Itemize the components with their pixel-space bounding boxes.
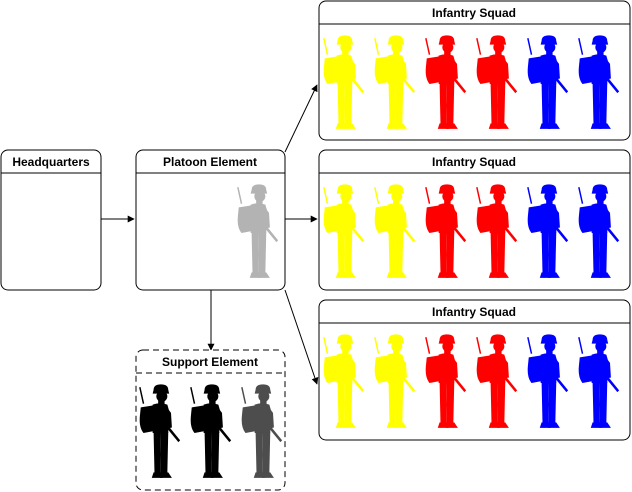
platoon-element-title: Platoon Element: [163, 155, 257, 169]
arrow-platoon-to-squad-3: [284, 289, 319, 385]
headquarters-box[interactable]: Headquarters: [0, 149, 102, 291]
infantry-squad-box-3[interactable]: Infantry Squad: [318, 299, 631, 441]
infantry-squad-title-2: Infantry Squad: [432, 155, 516, 169]
infantry-squad-box-1[interactable]: Infantry Squad: [318, 0, 631, 141]
headquarters-title: Headquarters: [12, 155, 90, 169]
infantry-squad-box-2[interactable]: Infantry Squad: [318, 149, 631, 291]
arrow-platoon-to-squad-1: [284, 84, 318, 153]
connectors: [101, 84, 319, 385]
infantry-squad-title-3: Infantry Squad: [432, 305, 516, 319]
infantry-squad-title-1: Infantry Squad: [432, 6, 516, 20]
support-element-title: Support Element: [162, 355, 258, 369]
support-element-box[interactable]: Support Element: [135, 349, 286, 491]
platoon-element-box[interactable]: Platoon Element: [135, 149, 286, 291]
support-soldiers: [138, 383, 283, 479]
